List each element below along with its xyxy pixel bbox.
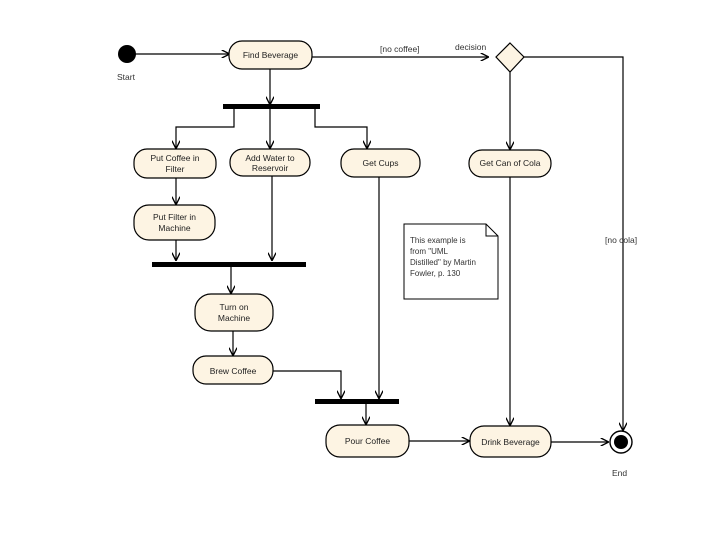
decision-label: decision bbox=[455, 42, 486, 52]
put-coffee-label-line1: Put Coffee in bbox=[151, 153, 200, 163]
activity-put-filter-in-machine: Put Filter in Machine bbox=[133, 204, 216, 241]
activity-brew-coffee: Brew Coffee bbox=[192, 355, 274, 385]
get-cups-label: Get Cups bbox=[363, 158, 399, 168]
decision-diamond bbox=[495, 42, 525, 73]
end-node bbox=[609, 430, 633, 454]
activity-pour-coffee: Pour Coffee bbox=[325, 424, 410, 458]
drink-beverage-label: Drink Beverage bbox=[481, 437, 540, 447]
note: This example is from "UML Distilled" by … bbox=[403, 223, 499, 300]
edge-decision-to-end bbox=[524, 56, 623, 430]
edge-fork-to-put-coffee bbox=[176, 109, 235, 148]
join-bar-2 bbox=[315, 399, 399, 404]
join-bar-1 bbox=[152, 262, 306, 267]
brew-coffee-label: Brew Coffee bbox=[210, 366, 257, 376]
edge-fork-to-get-cups bbox=[314, 109, 367, 148]
find-beverage-label: Find Beverage bbox=[243, 50, 299, 60]
edge-brew-to-join bbox=[273, 370, 341, 398]
end-label: End bbox=[612, 468, 627, 478]
connectors bbox=[135, 54, 623, 442]
note-line-2: from "UML bbox=[410, 247, 449, 256]
note-line-3: Distilled" by Martin bbox=[410, 258, 476, 267]
note-line-4: Fowler, p. 130 bbox=[410, 269, 461, 278]
put-coffee-label-line2: Filter bbox=[166, 164, 185, 174]
turn-on-label-line1: Turn on bbox=[220, 302, 249, 312]
activity-find-beverage: Find Beverage bbox=[228, 40, 313, 70]
activity-get-cups: Get Cups bbox=[340, 148, 421, 178]
put-filter-label-line2: Machine bbox=[158, 223, 190, 233]
note-line-1: This example is bbox=[410, 236, 466, 245]
activity-put-coffee-in-filter: Put Coffee in Filter bbox=[133, 148, 217, 179]
activity-drink-beverage: Drink Beverage bbox=[469, 425, 552, 458]
guard-no-coffee: [no coffee] bbox=[380, 44, 420, 54]
turn-on-label-line2: Machine bbox=[218, 313, 250, 323]
get-cola-label: Get Can of Cola bbox=[480, 158, 541, 168]
activity-turn-on-machine: Turn on Machine bbox=[194, 293, 274, 332]
start-label: Start bbox=[117, 72, 136, 82]
start-node bbox=[118, 45, 136, 63]
activity-get-can-of-cola: Get Can of Cola bbox=[468, 149, 552, 178]
fork-bar-1 bbox=[223, 104, 320, 109]
add-water-label-line2: Reservoir bbox=[252, 163, 289, 173]
add-water-label-line1: Add Water to bbox=[245, 153, 295, 163]
guard-no-cola: [no cola] bbox=[605, 235, 637, 245]
activity-add-water: Add Water to Reservoir bbox=[229, 148, 311, 177]
pour-coffee-label: Pour Coffee bbox=[345, 436, 390, 446]
put-filter-label-line1: Put Filter in bbox=[153, 212, 196, 222]
